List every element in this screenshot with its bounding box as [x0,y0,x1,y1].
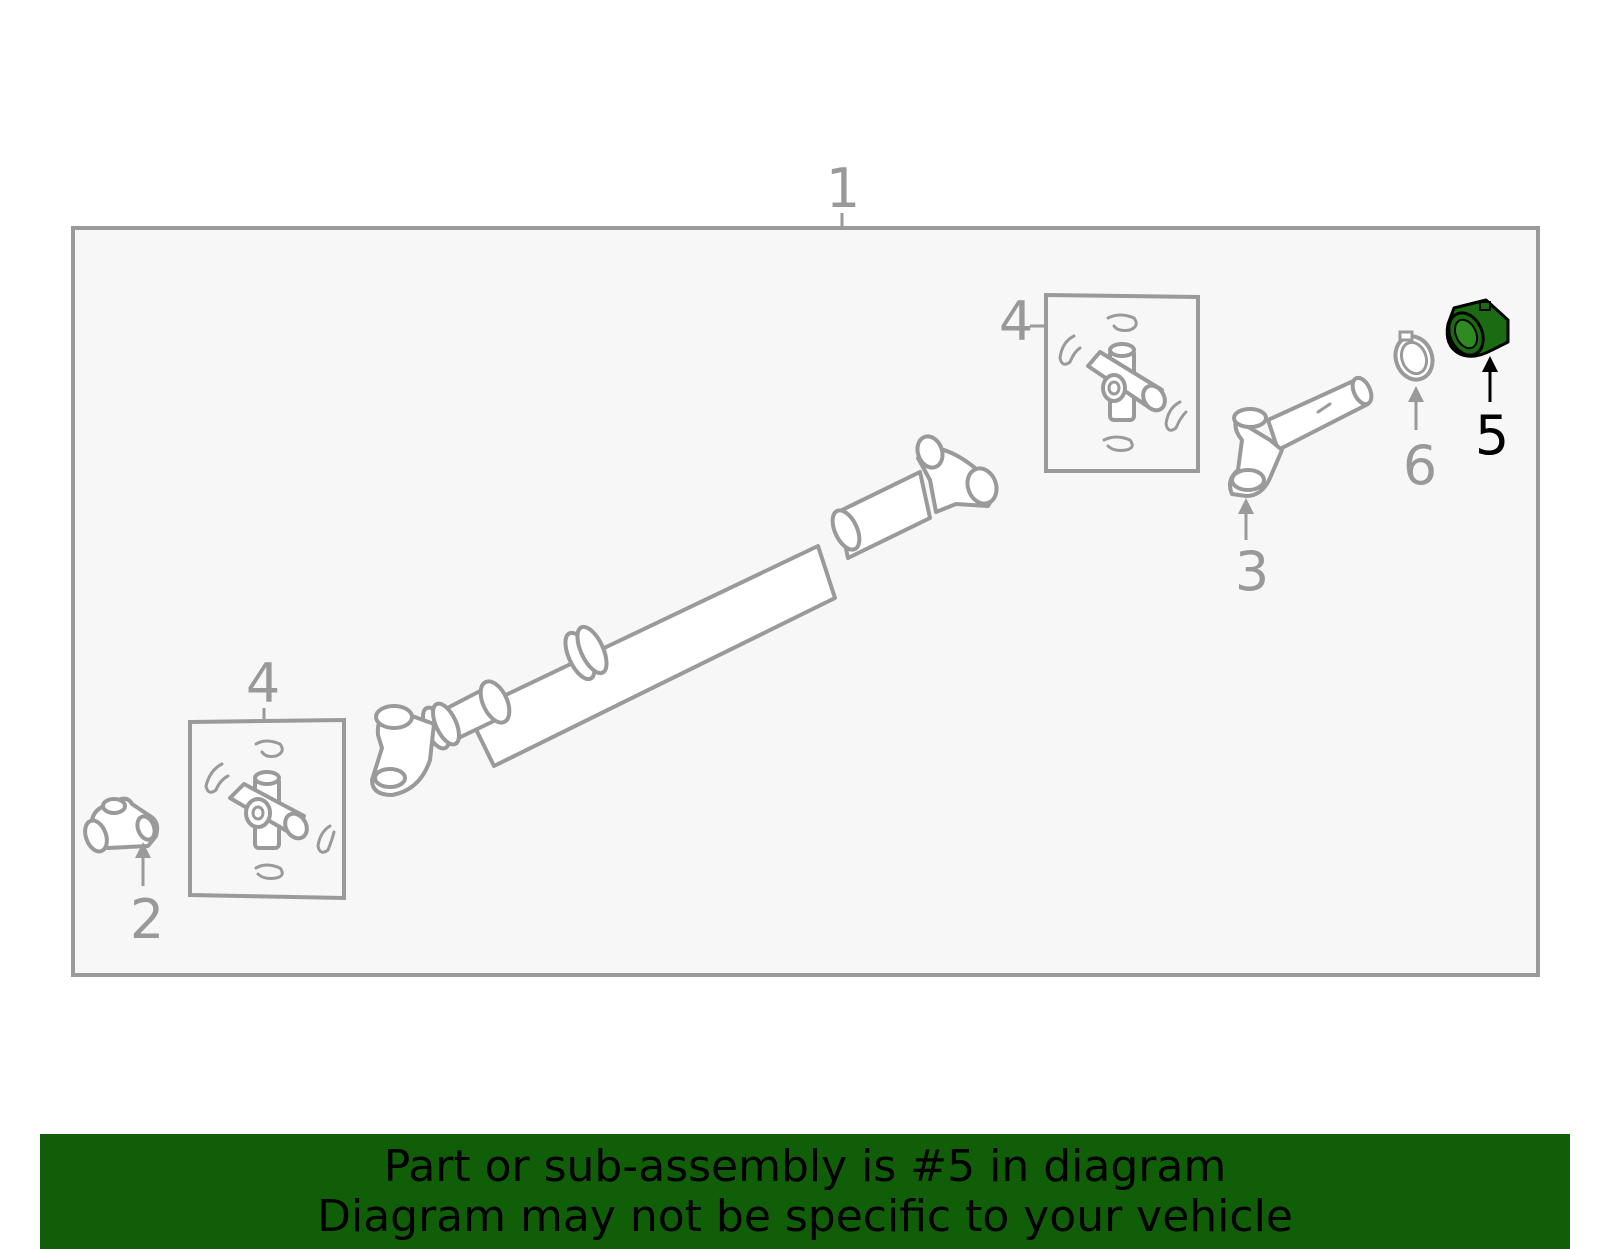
u-joint-kit-left[interactable] [204,739,336,880]
banner-line-1: Part or sub-assembly is #5 in diagram [383,1141,1227,1192]
info-banner: Part or sub-assembly is #5 in diagram Di… [40,1134,1570,1249]
drive-shaft[interactable] [370,433,1001,797]
callout-2: 2 [130,888,164,951]
dust-boot-part-5-highlighted[interactable] [1442,298,1510,361]
banner-line-2: Diagram may not be specific to your vehi… [317,1191,1293,1242]
callout-4-right: 4 [999,290,1033,353]
u-joint-kit-right[interactable] [1058,313,1188,452]
u-joint-box-right [1044,292,1200,473]
slip-yoke-part-3[interactable] [1228,375,1375,498]
clamp-part-6[interactable] [1390,330,1439,385]
callout-3: 3 [1235,540,1269,603]
callout-4-left: 4 [246,652,280,715]
flange-yoke-part-2[interactable] [81,796,160,855]
callout-5: 5 [1475,404,1509,467]
callout-1: 1 [826,157,860,220]
u-joint-box-left [188,717,346,901]
callout-6: 6 [1403,434,1437,497]
